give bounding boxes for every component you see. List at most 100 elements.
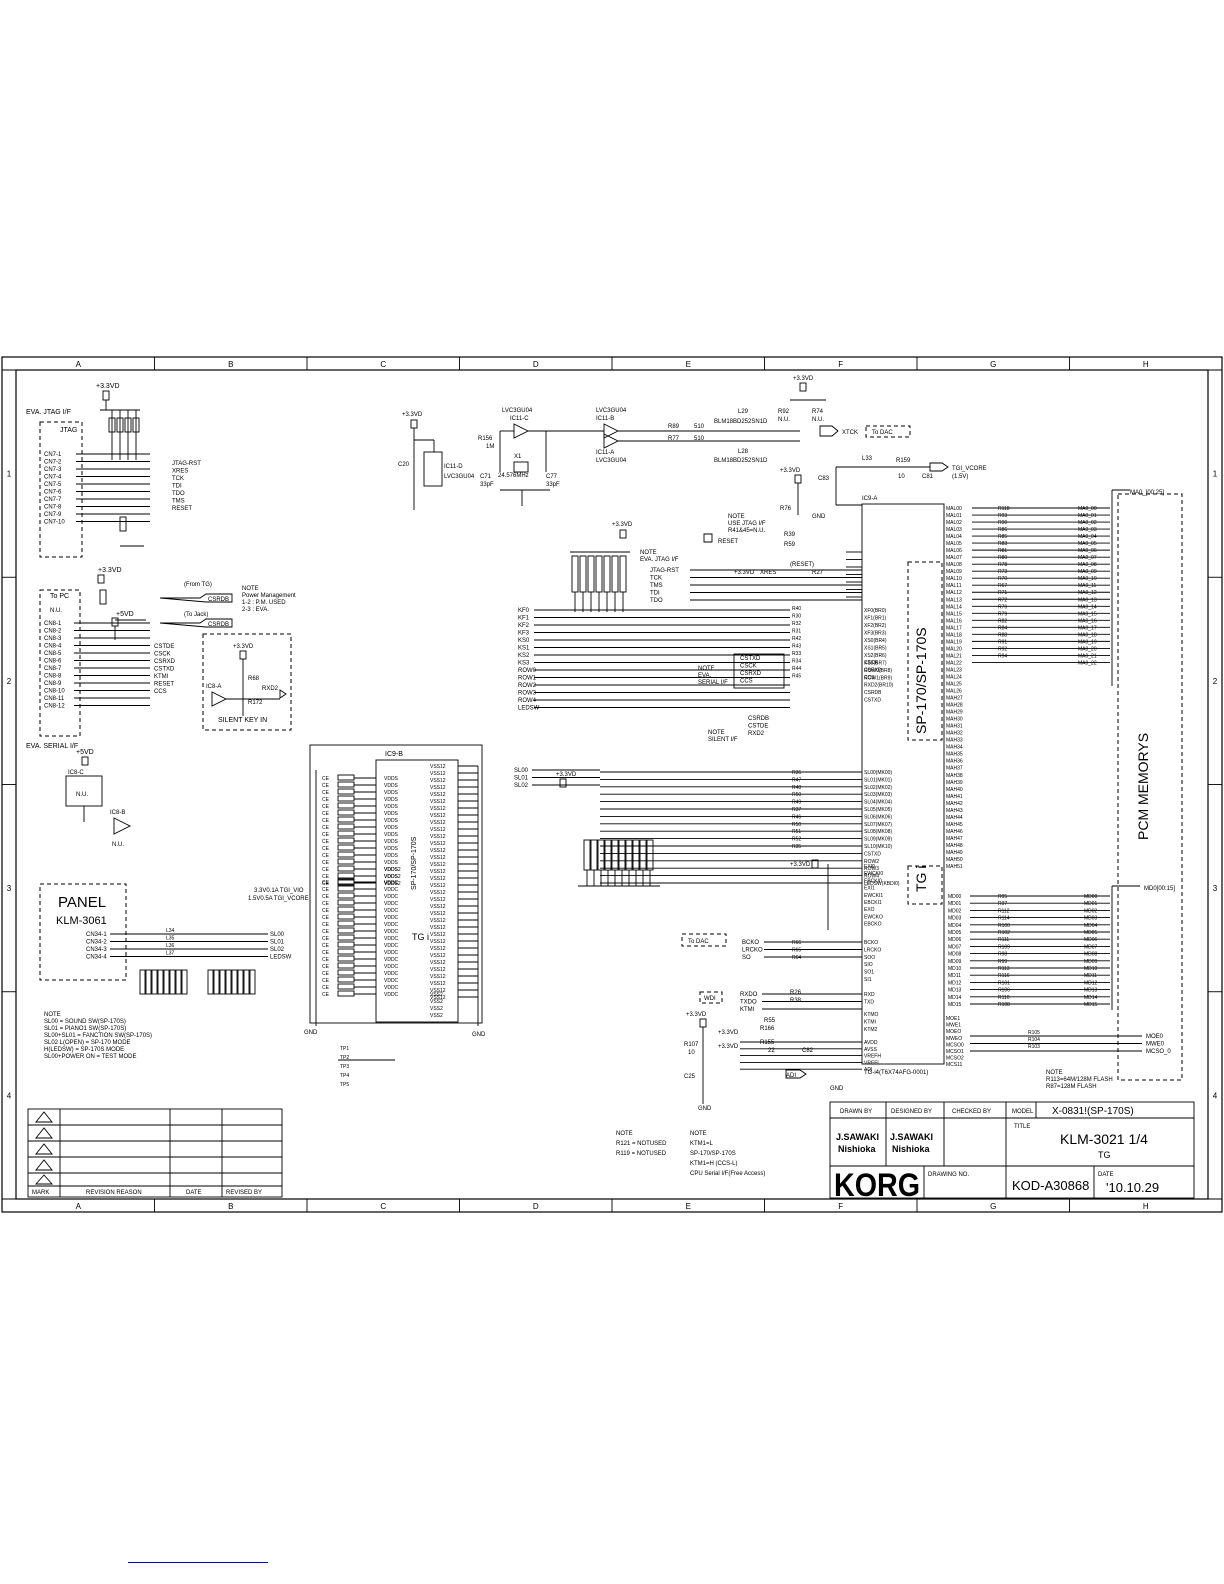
address-output: MA0_11 xyxy=(1078,583,1096,589)
serial-pin: CSRDB xyxy=(864,690,882,696)
address-pin: MAH42 xyxy=(946,801,963,807)
key-pin: XF1(BR1) xyxy=(864,616,887,622)
serial-signal: CSCK xyxy=(740,664,757,670)
memory-control-pin: MWE1 xyxy=(946,1023,961,1029)
sl-resistor: R52 xyxy=(792,837,801,843)
memory-control-pin: MCS11 xyxy=(946,1062,963,1068)
capacitor-ce: CE xyxy=(322,832,330,838)
serial-pin: CN8-3 xyxy=(44,636,62,642)
designed-name-1: J.SAWAKI xyxy=(890,1132,933,1142)
nu-label: N.U. xyxy=(112,842,124,848)
address-output: MA0_05 xyxy=(1078,541,1097,547)
power-label: +3.3VD xyxy=(233,644,254,650)
row-label-left: 2 xyxy=(7,677,12,686)
vss12-pin: VSS12 xyxy=(430,876,446,882)
r27-label: R27 xyxy=(812,570,824,576)
r107-value: 10 xyxy=(688,1050,695,1056)
note-line: R87=128M FLASH xyxy=(1046,1084,1097,1090)
address-pin: MAH35 xyxy=(946,752,963,758)
drawing-subtitle: TG xyxy=(1098,1150,1111,1160)
note-line: H(LEDSW) = SP-170S MODE xyxy=(44,1047,124,1053)
analog-pin: VREFL xyxy=(864,1060,880,1066)
address-pin: MAL07 xyxy=(946,555,962,561)
tgi-vcore-value: (1.5V) xyxy=(952,474,968,480)
column-label-top: A xyxy=(76,360,82,369)
address-pin: MAH41 xyxy=(946,794,963,800)
silent-key-block xyxy=(202,633,292,731)
rxd-signal: RXDO xyxy=(740,992,758,998)
address-output: MA0_21 xyxy=(1078,653,1097,659)
capacitor-ce: CE xyxy=(322,992,330,998)
panel-pin: CN34-2 xyxy=(86,940,107,946)
rxd-pin: TXD xyxy=(864,1000,874,1006)
panel-box xyxy=(39,883,127,981)
note-line: NOTE xyxy=(708,730,725,736)
gnd-label: GND xyxy=(812,514,826,520)
vss12-pin: VSS12 xyxy=(430,855,446,861)
power-label: +3.3VD xyxy=(780,468,801,474)
key-resistor: R30 xyxy=(792,614,801,620)
analog-pin: AVDD xyxy=(864,1040,878,1046)
address-resistor: R118 xyxy=(998,506,1010,512)
key-resistor: R42 xyxy=(792,636,801,642)
data-pin: MD12 xyxy=(948,980,962,986)
capacitor-ce: CE xyxy=(322,943,330,949)
revision-triangle-icon xyxy=(35,1111,53,1123)
jtag-pin: CN7-6 xyxy=(44,490,62,496)
data-output: MD10 xyxy=(1084,966,1098,972)
serial-pin: CSTXD xyxy=(864,698,881,704)
vss12-pin: VSS12 xyxy=(430,981,446,987)
row-label-right: 1 xyxy=(1213,470,1218,479)
address-pin: MAH29 xyxy=(946,710,963,716)
ic8a-label: IC8-A xyxy=(206,684,221,690)
revision-date-header: DATE xyxy=(186,1190,202,1196)
xtck-label: XTCK xyxy=(842,430,858,436)
address-outputs: MA0_00MA0_01MA0_02MA0_03MA0_04MA0_05MA0_… xyxy=(972,506,1110,666)
panel-board: KLM-3061 xyxy=(56,915,107,927)
drawn-by-label: DRAWN BY xyxy=(840,1109,872,1115)
vdds2-pin: VDDS2 xyxy=(384,881,401,887)
revision-table: MARK REVISION REASON DATE REVISED BY xyxy=(27,1108,283,1198)
vddc-pin: VDDC xyxy=(384,971,399,977)
r59-label: R59 xyxy=(784,542,796,548)
address-pin: MAL04 xyxy=(946,534,962,540)
key-matrix-signals: KF0KF1KF2KF3KS0KS1KS2KS3ROW0ROW1ROW2ROW3… xyxy=(518,608,790,712)
vddc-pin: VDDC xyxy=(384,901,399,907)
vddc-pin: VDDC xyxy=(384,978,399,984)
revision-triangle-icon xyxy=(35,1143,53,1155)
vddc-pin: VDDC xyxy=(384,922,399,928)
capacitor-ce: CE xyxy=(322,964,330,970)
note-line: R113=64M/128M FLASH xyxy=(1046,1077,1113,1083)
sl-resistor: R49 xyxy=(792,800,801,806)
ktm-pin: KTMI xyxy=(864,1020,876,1026)
data-output: MD01 xyxy=(1084,901,1098,907)
sl-resistor: R47 xyxy=(792,777,801,783)
address-pin: MAL23 xyxy=(946,667,962,673)
vdds-pin: VDDS xyxy=(384,804,399,810)
row-label-left: 3 xyxy=(7,884,12,893)
vdds-pin: VDDS xyxy=(384,825,399,831)
vss2-pin: VSS2 xyxy=(430,992,443,998)
address-resistor: R71 xyxy=(998,590,1007,596)
sl-pin: SL06(MK06) xyxy=(864,814,892,820)
memory-control-pin: MOE1 xyxy=(946,1016,960,1022)
address-pin: MAL02 xyxy=(946,520,962,526)
address-resistor: R85 xyxy=(998,534,1007,540)
data-pin: MD07 xyxy=(948,944,962,950)
address-pin: MAL10 xyxy=(946,576,962,582)
note-line: R41&45=N.U. xyxy=(728,528,766,534)
sl-pin: SL04(MK04) xyxy=(864,800,892,806)
panel-pin: CN34-1 xyxy=(86,932,107,938)
vdds2-pin: VDDS2 xyxy=(384,867,401,873)
data-resistor: R101 xyxy=(998,980,1010,986)
reset-note: (RESET) xyxy=(790,562,814,568)
data-output: MD08 xyxy=(1084,952,1098,958)
jtag-pin: CN7-3 xyxy=(44,467,62,473)
